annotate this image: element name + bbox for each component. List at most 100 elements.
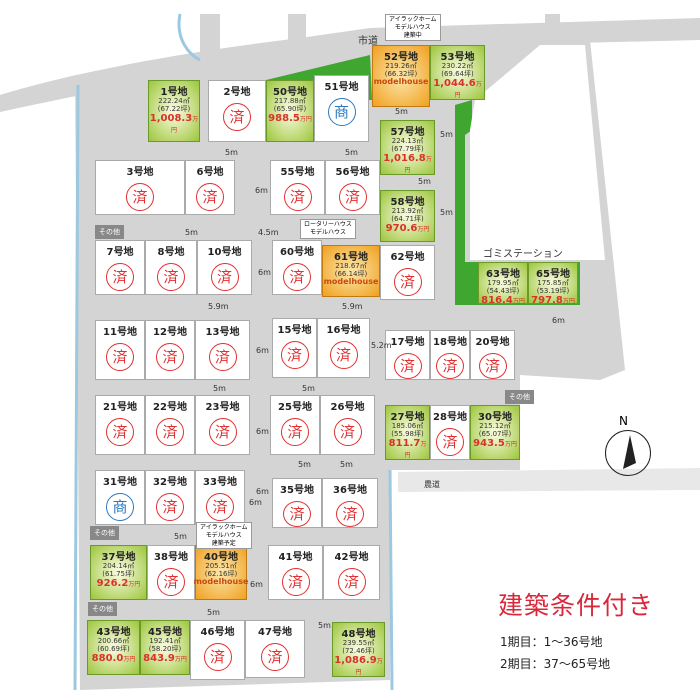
lot-51[interactable]: 51号地商 xyxy=(314,75,369,142)
lot-16[interactable]: 16号地済 xyxy=(317,318,370,378)
lot-21[interactable]: 21号地済 xyxy=(95,395,145,455)
lot-tsubo: (61.75坪) xyxy=(102,569,135,578)
lot-12[interactable]: 12号地済 xyxy=(145,320,195,380)
lot-11[interactable]: 11号地済 xyxy=(95,320,145,380)
garbage-station-label: ゴミステーション xyxy=(483,249,563,260)
road-width-label: 5m xyxy=(302,384,315,393)
lot-28[interactable]: 28号地済 xyxy=(430,405,470,460)
road-width-label: 6m xyxy=(256,427,269,436)
price-unit: 万円 xyxy=(123,656,136,664)
lot-tsubo: (72.46坪) xyxy=(342,646,375,655)
sold-stamp-icon: 済 xyxy=(283,501,311,527)
lot-tsubo: (67.22坪) xyxy=(157,104,191,113)
price-value: 1,044.6 xyxy=(433,78,476,90)
lot-26[interactable]: 26号地済 xyxy=(320,395,375,455)
lot-2[interactable]: 2号地済 xyxy=(208,80,266,142)
lot-32[interactable]: 32号地済 xyxy=(145,470,195,525)
lot-name: 18号地 xyxy=(433,337,467,348)
lot-33[interactable]: 33号地済 xyxy=(195,470,245,525)
road-width-label: 5.2m xyxy=(371,341,392,350)
lot-23[interactable]: 23号地済 xyxy=(195,395,250,455)
road-width-label: 6m xyxy=(249,498,262,507)
sold-stamp-icon: 済 xyxy=(203,643,232,671)
lot-15[interactable]: 15号地済 xyxy=(272,318,317,378)
lot-20[interactable]: 20号地済 xyxy=(470,330,515,380)
lot-56[interactable]: 56号地済 xyxy=(325,160,380,215)
price-unit: 万円 xyxy=(454,81,482,100)
lot-name: 41号地 xyxy=(278,552,313,563)
lot-10[interactable]: 10号地済 xyxy=(197,240,252,295)
lot-46[interactable]: 46号地済 xyxy=(190,620,245,680)
price-value: 843.9 xyxy=(143,653,175,665)
lot-41[interactable]: 41号地済 xyxy=(268,545,323,600)
sold-stamp-icon: 済 xyxy=(436,428,464,456)
lot-42[interactable]: 42号地済 xyxy=(323,545,380,600)
price-unit: 万円 xyxy=(128,581,141,589)
city-road xyxy=(0,18,700,112)
lot-tsubo: (64.71坪) xyxy=(391,214,424,223)
lot-3[interactable]: 3号地済 xyxy=(95,160,185,215)
lot-name: 56号地 xyxy=(335,167,370,178)
price-unit: 万円 xyxy=(355,658,383,677)
lot-62[interactable]: 62号地済 xyxy=(380,245,435,300)
lot-36[interactable]: 36号地済 xyxy=(322,478,378,528)
lot-price: 926.2万円 xyxy=(97,578,141,589)
price-value: 988.5 xyxy=(268,113,300,125)
lot-tsubo: (58.20坪) xyxy=(148,644,182,653)
lot-7[interactable]: 7号地済 xyxy=(95,240,145,295)
lot-6[interactable]: 6号地済 xyxy=(185,160,235,215)
lot-name: 38号地 xyxy=(154,552,188,563)
price-value: 1,008.3 xyxy=(149,113,193,125)
lot-name: 11号地 xyxy=(103,327,137,338)
modelhouse-label: modelhouse xyxy=(373,77,429,87)
sold-stamp-icon: 済 xyxy=(208,418,237,446)
lot-name: 3号地 xyxy=(126,167,154,178)
lot-38[interactable]: 38号地済 xyxy=(147,545,195,600)
lot-55[interactable]: 55号地済 xyxy=(270,160,325,215)
road-width-label: 6m xyxy=(552,316,565,325)
lot-area: 217.88㎡ xyxy=(274,97,306,105)
lot-name: 17号地 xyxy=(390,337,425,348)
lot-8[interactable]: 8号地済 xyxy=(145,240,197,295)
other-label: その他 xyxy=(505,390,534,404)
lot-price: 970.6万円 xyxy=(386,223,430,234)
lot-25[interactable]: 25号地済 xyxy=(270,395,320,455)
road-width-label: 5m xyxy=(440,130,453,139)
lot-price: 1,044.6万円 xyxy=(431,78,484,100)
lot-name: 47号地 xyxy=(258,627,292,638)
lot-name: 36号地 xyxy=(333,485,367,496)
phase1-text: 1期目：1〜36号地 xyxy=(500,635,603,649)
callout-61: ロータリーハウス モデルハウス xyxy=(300,219,356,239)
lot-31[interactable]: 31号地商 xyxy=(95,470,145,525)
lot-60[interactable]: 60号地済 xyxy=(272,240,322,295)
lot-22[interactable]: 22号地済 xyxy=(145,395,195,455)
lot-18[interactable]: 18号地済 xyxy=(430,330,470,380)
lot-35[interactable]: 35号地済 xyxy=(272,478,322,528)
road-width-label: 5m xyxy=(207,608,220,617)
lot-47[interactable]: 47号地済 xyxy=(245,620,305,678)
lot-area: 230.22㎡ xyxy=(441,62,474,70)
lot-13[interactable]: 13号地済 xyxy=(195,320,250,380)
lot-name: 7号地 xyxy=(106,247,134,258)
other-label: その他 xyxy=(95,225,124,239)
lot-17[interactable]: 17号地済 xyxy=(385,330,430,380)
sold-stamp-icon: 済 xyxy=(283,263,311,291)
sold-stamp-icon: 済 xyxy=(223,103,251,131)
